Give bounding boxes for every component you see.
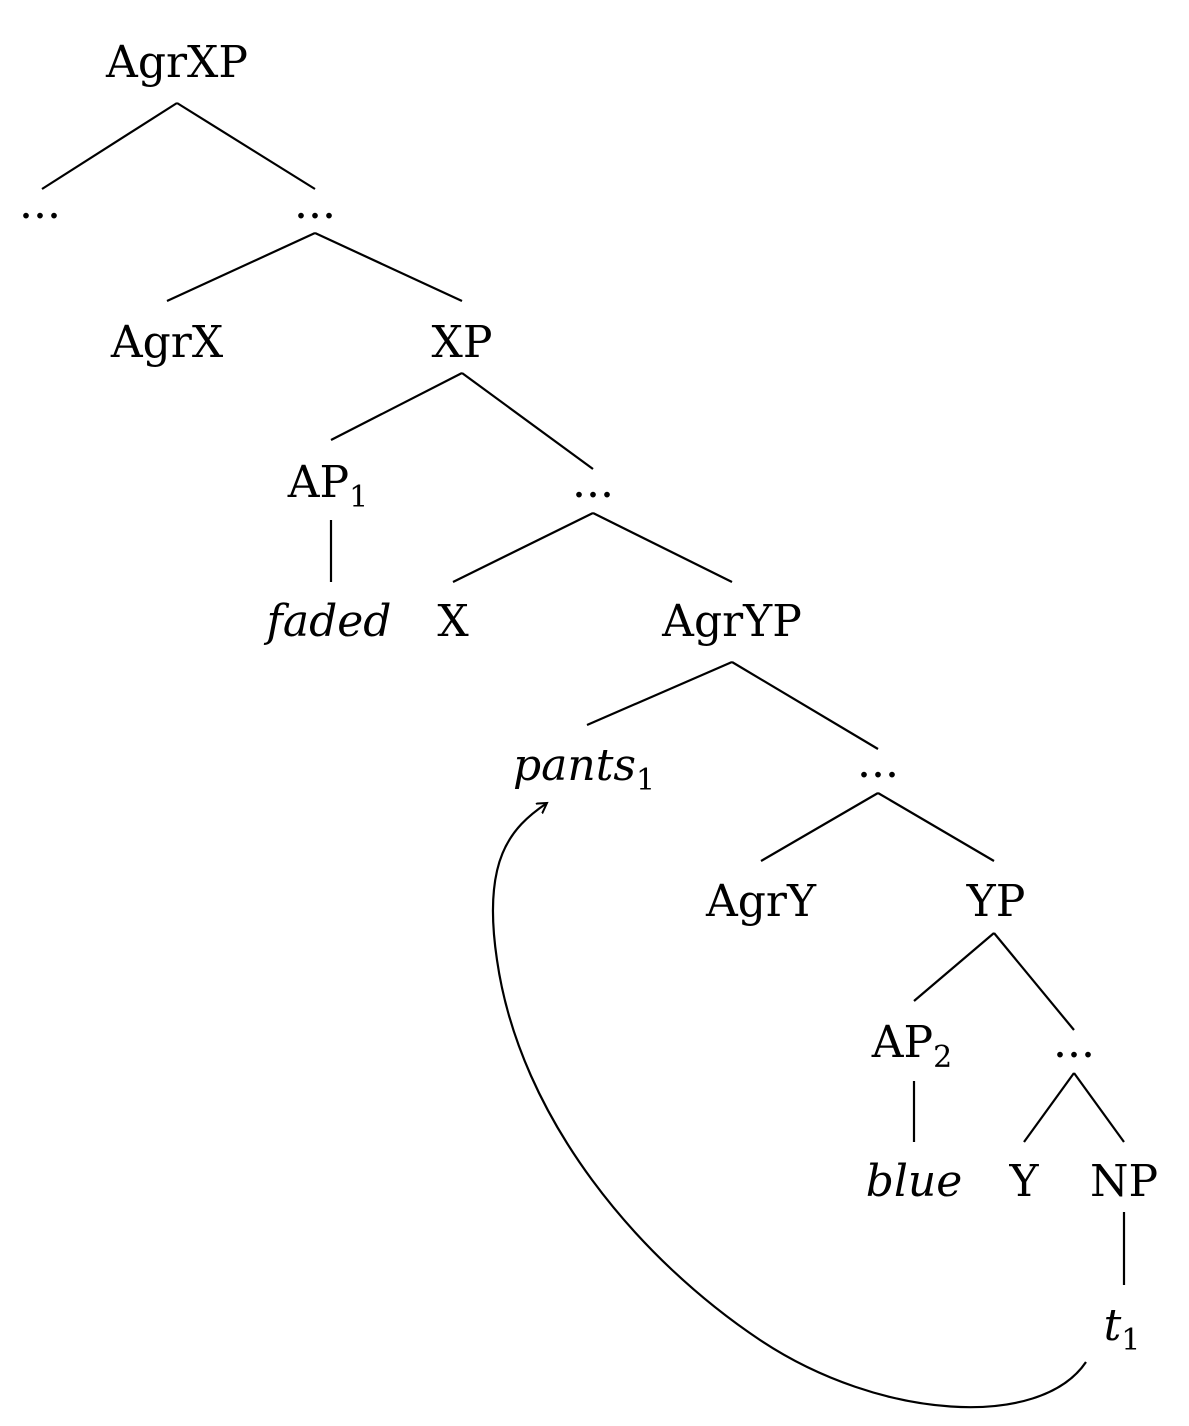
node-dots-yp: ... [1053,1017,1095,1068]
node-dots-left: ... [19,178,61,229]
edge-dots-yp [877,792,995,862]
node-agryp: AgrYP [661,596,802,647]
node-agrxp: AgrXP [105,37,248,88]
node-pants-label: pants [513,740,636,791]
edge-dots-agrx [166,232,316,302]
node-yp: YP [966,876,1026,927]
node-trace-label: t [1104,1300,1122,1351]
movement-arrow [491,803,1087,1409]
node-ap1-label: AP [287,457,349,508]
edge-xp-dots [461,372,594,470]
node-ap2-subscript: 2 [933,1040,952,1075]
node-ap2-label: AP [871,1017,933,1068]
node-agrx: AgrX [110,317,224,368]
node-y: Y [1008,1156,1039,1207]
node-pants-subscript: 1 [636,763,655,798]
node-agry: AgrY [705,876,817,927]
edge-dots-x [452,512,594,583]
node-np: NP [1090,1156,1158,1207]
tree-nodes: AgrXP ... ... AgrX XP AP1 ... faded X Ag… [19,37,1158,1358]
edge-agrxp-dots-left [41,102,178,190]
node-ap1-subscript: 1 [349,480,368,515]
node-x: X [437,596,469,647]
node-dots-xp: ... [572,457,614,508]
tree-edges [41,102,1126,1285]
edge-dots-np [1073,1072,1125,1143]
edge-dots-xp [314,232,463,302]
edge-agrxp-dots-right [176,102,316,190]
edge-agryp-dots [731,661,879,750]
node-faded: faded [264,596,392,647]
node-dots-right: ... [294,178,336,229]
node-xp: XP [432,317,493,368]
edge-dots-agryp [592,512,733,583]
edge-dots-y [1023,1072,1075,1143]
node-pants: pants1 [513,740,655,798]
edge-yp-dots [993,932,1075,1031]
node-trace: t1 [1104,1300,1141,1358]
node-ap1: AP1 [287,457,368,515]
edge-agryp-pants [586,660,733,727]
node-blue: blue [866,1156,963,1207]
edge-xp-ap1 [330,372,463,441]
edge-yp-ap2 [913,932,995,1002]
edge-dots-agry [760,792,879,862]
node-dots-agryp: ... [857,737,899,788]
node-trace-subscript: 1 [1121,1323,1140,1358]
node-ap2: AP2 [871,1017,952,1075]
